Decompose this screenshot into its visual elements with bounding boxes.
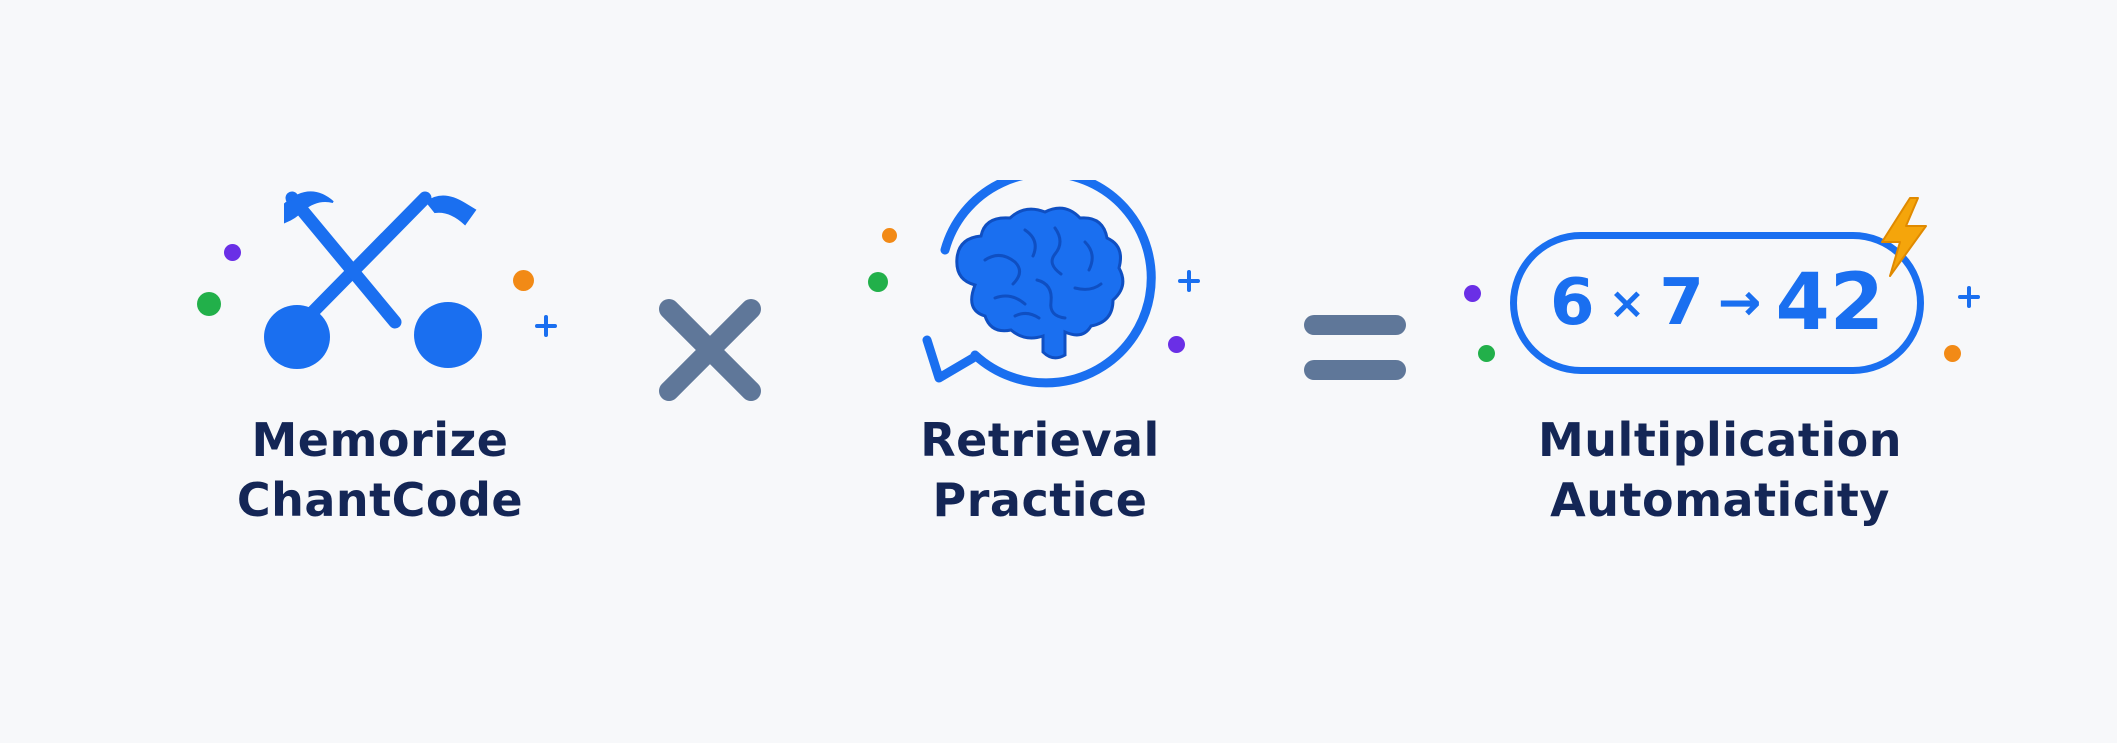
sparkle-plus-icon [1958,286,1980,308]
item-label-multiplication-automaticity: Multiplication Automaticity [1538,413,1902,527]
multiply-operator-icon [659,299,761,401]
sparkle-plus-icon [535,315,557,337]
lightning-bolt-icon [1881,197,1927,277]
green-dot [197,292,221,316]
sparkle-plus-icon [1178,270,1200,292]
green-dot [868,272,888,292]
purple-dot [1168,336,1185,353]
green-dot [1478,345,1495,362]
equation-result: 42 [1775,258,1885,348]
equation-factor-b: 7 [1659,266,1704,340]
equals-operator-icon [1304,315,1406,380]
orange-dot [1944,345,1961,362]
brain-cycle-icon [922,180,1156,388]
equation-arrow: → [1717,273,1762,333]
item-label-memorize-chantcode: Memorize ChantCode [236,413,524,527]
equation-pill: 6 × 7 → 42 [1510,232,1924,374]
equation-factor-a: 6 [1549,266,1595,340]
orange-dot [882,228,897,243]
orange-dot [513,270,534,291]
purple-dot [224,244,241,261]
item-label-retrieval-practice: Retrieval Practice [920,413,1160,527]
purple-dot [1464,285,1481,302]
equation-times-sign: × [1608,277,1646,329]
music-notes-icon [264,191,482,369]
